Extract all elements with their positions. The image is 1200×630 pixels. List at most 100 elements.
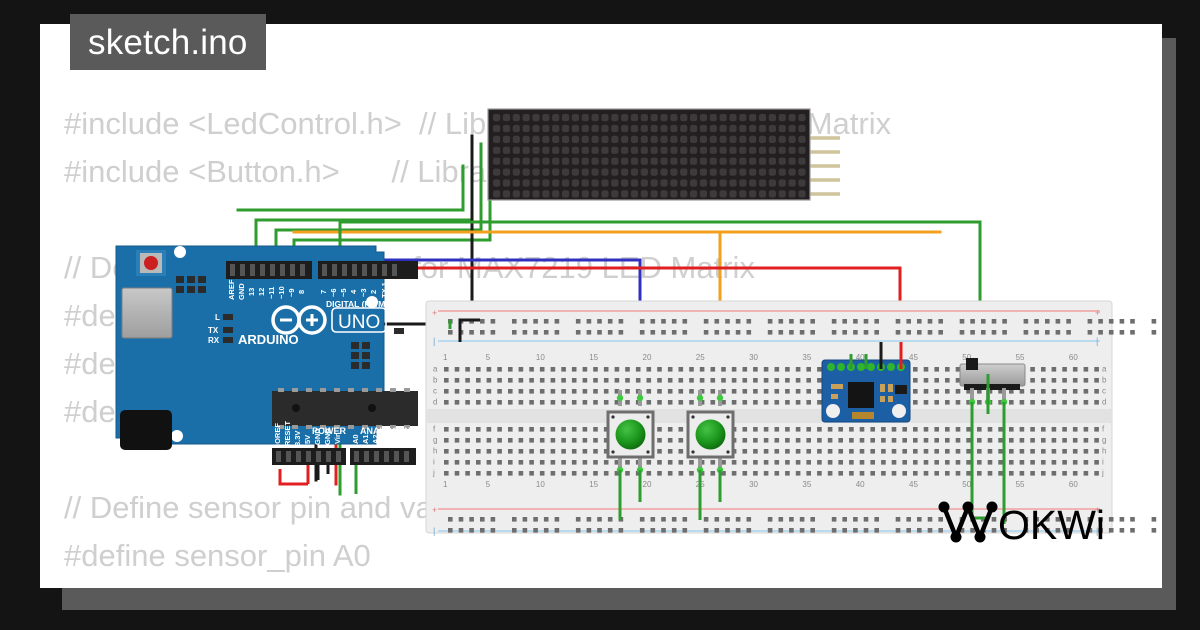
digital-header-label: DIGITAL (PWM ~): [326, 299, 396, 309]
svg-text:OKWi: OKWi: [998, 502, 1105, 547]
svg-text:A1: A1: [361, 434, 370, 444]
svg-text:45: 45: [909, 353, 918, 362]
svg-text:TX: TX: [208, 326, 219, 335]
svg-text:d: d: [433, 398, 437, 407]
svg-text:h: h: [433, 447, 437, 456]
svg-text:~9: ~9: [287, 288, 296, 297]
svg-text:55: 55: [1016, 480, 1025, 489]
analog-header-label: ANALOG IN: [360, 426, 411, 436]
svg-text:~11: ~11: [267, 287, 276, 299]
svg-text:15: 15: [589, 353, 598, 362]
sensor-chip: [848, 382, 874, 408]
svg-text:1: 1: [443, 480, 448, 489]
board-model-label: UNO: [338, 312, 380, 333]
svg-text:c: c: [433, 387, 437, 396]
svg-text:A4: A4: [391, 434, 400, 444]
svg-text:RX 0: RX 0: [390, 281, 399, 298]
svg-text:3.3V: 3.3V: [293, 431, 302, 446]
svg-text:+: +: [432, 505, 437, 515]
board-brand-label: ARDUINO: [238, 332, 299, 347]
led-matrix-component[interactable]: [487, 108, 840, 201]
svg-text:5: 5: [486, 353, 491, 362]
svg-text:j: j: [432, 469, 435, 478]
svg-text:b: b: [433, 376, 438, 385]
svg-text:~5: ~5: [339, 288, 348, 297]
svg-text:10: 10: [536, 353, 545, 362]
svg-text:60: 60: [1069, 353, 1078, 362]
pushbutton-cap: [695, 419, 726, 450]
svg-text:20: 20: [643, 353, 652, 362]
svg-text:A0: A0: [351, 434, 360, 444]
pushbutton-cap: [615, 419, 646, 450]
svg-text:20: 20: [643, 480, 652, 489]
svg-text:|: |: [1096, 336, 1098, 346]
svg-text:7: 7: [319, 290, 328, 294]
svg-text:GND: GND: [313, 428, 322, 445]
svg-text:f: f: [433, 425, 436, 434]
svg-text:j: j: [1101, 469, 1104, 478]
wokwi-logo: OKWi: [934, 495, 1120, 552]
svg-text:AREF: AREF: [227, 279, 236, 300]
svg-text:i: i: [1102, 458, 1104, 467]
power-header-label: POWER: [312, 426, 347, 436]
svg-text:GND: GND: [237, 283, 246, 300]
svg-text:45: 45: [909, 480, 918, 489]
svg-text:60: 60: [1069, 480, 1078, 489]
svg-text:~6: ~6: [329, 288, 338, 297]
svg-text:1: 1: [443, 353, 448, 362]
pushbutton-2[interactable]: [686, 390, 735, 474]
svg-text:a: a: [433, 365, 438, 374]
potentiometer-knob: [966, 358, 978, 370]
svg-text:c: c: [1102, 387, 1106, 396]
svg-text:30: 30: [749, 480, 758, 489]
svg-text:|: |: [433, 526, 435, 536]
svg-text:b: b: [1102, 376, 1107, 385]
rail-minus-label: |: [433, 336, 435, 346]
slide-potentiometer[interactable]: [959, 358, 1026, 406]
svg-text:A2: A2: [371, 434, 380, 444]
svg-text:25: 25: [696, 353, 705, 362]
svg-text:TX 1: TX 1: [380, 282, 389, 298]
svg-text:A3: A3: [381, 434, 390, 444]
svg-text:A5: A5: [401, 434, 410, 444]
svg-text:4: 4: [349, 289, 358, 294]
circuit-diagram[interactable]: AREF GND 13 12 ~11 ~10 ~9 8 7 ~6 ~5 4 ~3…: [40, 24, 1162, 588]
svg-text:L: L: [215, 313, 220, 322]
svg-text:GND: GND: [323, 428, 332, 445]
svg-text:~10: ~10: [277, 286, 286, 299]
svg-text:h: h: [1102, 447, 1106, 456]
svg-text:15: 15: [589, 480, 598, 489]
file-tab-sketch-ino[interactable]: sketch.ino: [70, 14, 266, 70]
svg-text:g: g: [433, 436, 437, 445]
svg-text:10: 10: [536, 480, 545, 489]
svg-text:8: 8: [297, 290, 306, 294]
svg-text:5V: 5V: [303, 435, 312, 444]
svg-text:55: 55: [1016, 353, 1025, 362]
svg-text:40: 40: [856, 353, 865, 362]
svg-text:g: g: [1102, 436, 1106, 445]
svg-text:5: 5: [486, 480, 491, 489]
svg-text:+: +: [1095, 308, 1100, 318]
digital-header-left: [226, 261, 312, 279]
svg-text:35: 35: [802, 480, 811, 489]
sensor-module[interactable]: [821, 359, 911, 423]
svg-text:2: 2: [369, 290, 378, 294]
svg-text:RX: RX: [208, 336, 220, 345]
arduino-uno-board[interactable]: AREF GND 13 12 ~11 ~10 ~9 8 7 ~6 ~5 4 ~3…: [115, 245, 419, 465]
svg-text:13: 13: [247, 288, 256, 296]
arduino-logo-icon: [271, 305, 327, 335]
svg-text:35: 35: [802, 353, 811, 362]
svg-text:RESET: RESET: [283, 421, 292, 446]
svg-text:ON: ON: [407, 327, 419, 336]
power-jack: [120, 410, 172, 450]
svg-text:IOREF: IOREF: [273, 423, 282, 446]
rail-plus-label: +: [432, 308, 437, 318]
file-tab-label: sketch.ino: [88, 22, 248, 62]
svg-text:+: +: [1095, 505, 1100, 515]
svg-text:i: i: [433, 458, 435, 467]
svg-text:30: 30: [749, 353, 758, 362]
pushbutton-1[interactable]: [606, 390, 655, 474]
svg-text:50: 50: [962, 353, 971, 362]
editor-diagram-panel: #include <LedControl.h> // Library for M…: [40, 24, 1162, 588]
led-matrix-body: [487, 108, 811, 201]
